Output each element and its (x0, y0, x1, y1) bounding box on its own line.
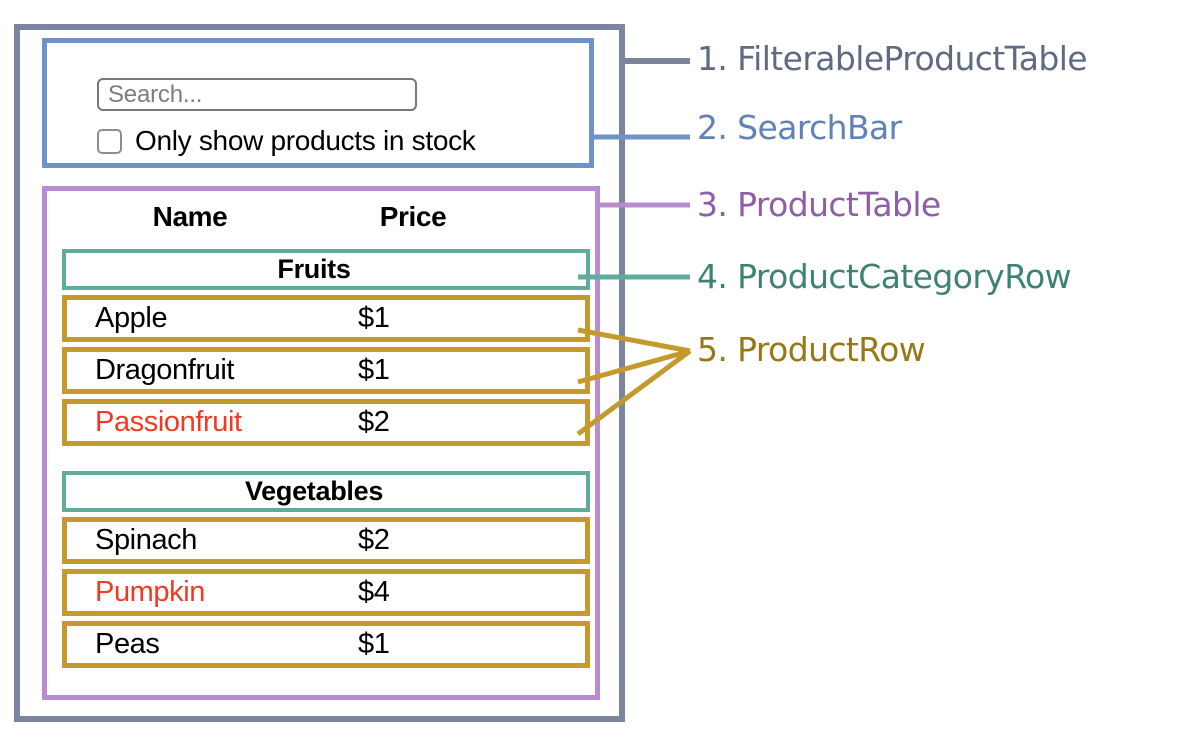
product-name: Passionfruit (95, 406, 242, 438)
in-stock-filter-label: Only show products in stock (135, 125, 476, 156)
product-name: Spinach (95, 524, 197, 556)
table-body: Fruits Apple $1 Dragonfruit $1 Passionfr… (62, 249, 590, 673)
product-table-frame: Name Price Fruits Apple $1 Dragonfruit $… (42, 186, 600, 700)
product-price: $1 (358, 628, 390, 660)
table-header-row: Name Price (47, 195, 595, 239)
in-stock-filter-row[interactable]: Only show products in stock (97, 125, 476, 157)
product-price: $2 (358, 406, 390, 438)
product-price: $4 (358, 576, 390, 608)
search-bar-frame: Search... Only show products in stock (42, 38, 594, 168)
search-input[interactable]: Search... (97, 78, 417, 111)
legend-item-filterable-product-table: 1. FilterableProductTable (697, 39, 1088, 78)
group-separator (62, 451, 590, 471)
search-input-placeholder: Search... (108, 80, 203, 108)
product-category-row: Vegetables (62, 471, 590, 512)
column-header-price: Price (379, 201, 447, 232)
product-row[interactable]: Passionfruit $2 (62, 399, 590, 446)
product-name: Dragonfruit (95, 354, 235, 386)
product-row[interactable]: Apple $1 (62, 295, 590, 342)
category-label: Fruits (277, 254, 351, 284)
product-row[interactable]: Peas $1 (62, 621, 590, 668)
column-header-name: Name (152, 201, 228, 232)
product-price: $1 (358, 302, 390, 334)
product-category-row: Fruits (62, 249, 590, 290)
legend-item-search-bar: 2. SearchBar (697, 108, 902, 147)
legend-item-product-category-row: 4. ProductCategoryRow (697, 257, 1072, 296)
product-row[interactable]: Pumpkin $4 (62, 569, 590, 616)
product-name: Peas (95, 628, 160, 660)
legend-item-product-table: 3. ProductTable (697, 185, 941, 224)
product-price: $1 (358, 354, 390, 386)
category-label: Vegetables (244, 476, 384, 506)
legend-item-product-row: 5. ProductRow (697, 330, 926, 369)
product-name: Apple (95, 302, 168, 334)
product-row[interactable]: Dragonfruit $1 (62, 347, 590, 394)
product-name: Pumpkin (95, 576, 206, 608)
product-row[interactable]: Spinach $2 (62, 517, 590, 564)
product-price: $2 (358, 524, 390, 556)
checkbox-icon[interactable] (97, 128, 122, 154)
